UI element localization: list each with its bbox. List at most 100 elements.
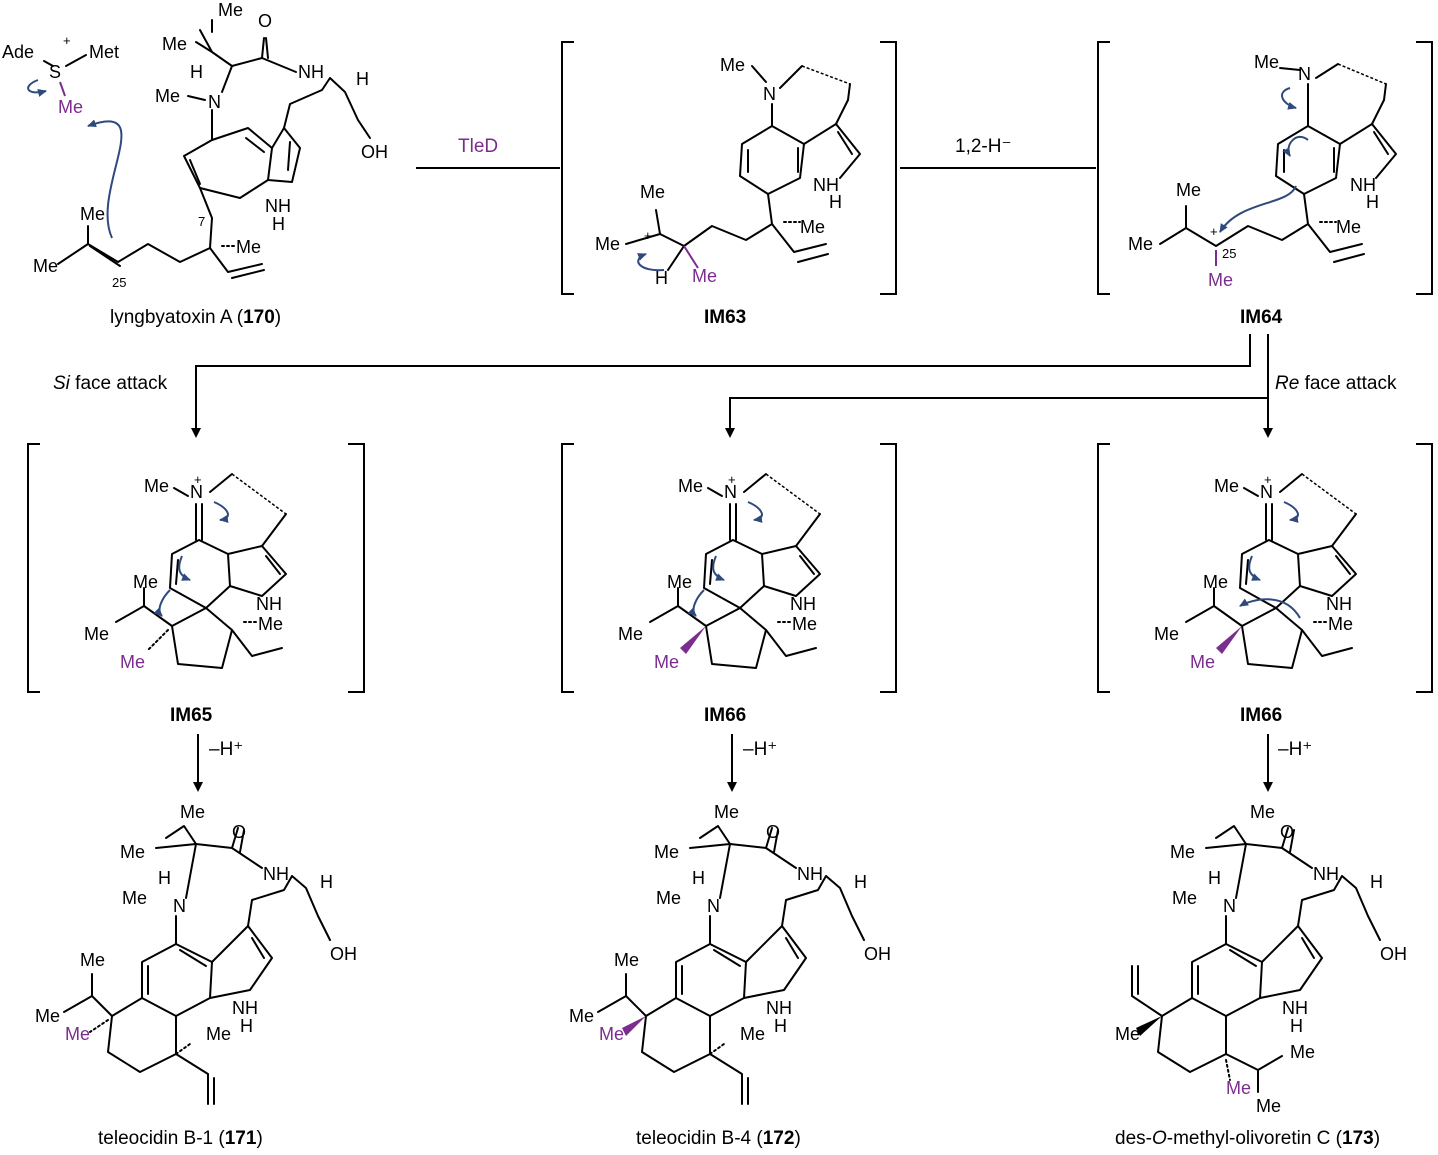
sam-plus-label: + [63,33,71,48]
atom-n: N [173,896,186,916]
hydride-shift-label: 1,2-H⁻ [955,136,1012,157]
atom-me: Me [35,1006,60,1026]
sam-methyl-label: Me [58,97,83,117]
atom-me: Me [1290,1042,1315,1062]
atom-nh: NH [813,175,839,195]
atom-me: Me [1254,52,1279,72]
si-face-label: Si face attack [53,373,168,394]
atom-me: Me [640,182,665,202]
atom-o: O [258,11,272,31]
atom-me: Me [1115,1024,1140,1044]
im66b-label: IM66 [1240,705,1282,726]
atom-nh: NH [1282,998,1308,1018]
deprotonation-label-1: –H⁺ [209,739,243,760]
atom-nh: NH [298,62,324,82]
atom-h: H [774,1016,787,1036]
atom-me: Me [33,256,58,276]
im63-structure: Me N NH H Me Me + H Me Me [595,55,861,288]
atom-me: Me [1190,652,1215,672]
atom-n: N [763,84,776,104]
re-face-label: Re face attack [1275,373,1397,394]
atom-me: Me [800,217,825,237]
atom-plus: + [1264,472,1272,487]
deprotonation-label-2: –H⁺ [743,739,777,760]
compound-171-label: teleocidin B-1 (171) [98,1128,263,1149]
atom-oh: OH [864,944,891,964]
atom-nh: NH [790,594,816,614]
im65-structure: Me N + NH Me Me Me Me [84,472,287,672]
atom-me: Me [258,614,283,634]
atom-h: H [356,69,369,89]
atom-c25: 25 [1222,246,1236,261]
im66b-bracket [1097,443,1433,693]
atom-me: Me [1172,888,1197,908]
atom-c7: 7 [198,214,205,229]
atom-me: Me [1226,1078,1251,1098]
atom-me: Me [206,1024,231,1044]
atom-me: Me [1256,1096,1281,1116]
atom-nh: NH [256,594,282,614]
atom-me: Me [120,842,145,862]
sam-cofactor: Ade Met S + Me [2,33,119,117]
atom-h: H [272,214,285,234]
atom-n: N [1260,482,1273,502]
atom-n: N [724,482,737,502]
im65-label: IM65 [170,705,213,726]
deprotonation-label-3: –H⁺ [1278,739,1312,760]
atom-oh: OH [330,944,357,964]
atom-me: Me [155,86,180,106]
atom-nh: NH [766,998,792,1018]
atom-me: Me [133,572,158,592]
im65-bracket [27,443,365,693]
im64-label: IM64 [1240,307,1283,328]
atom-h: H [190,62,203,82]
compound-172-label: teleocidin B-4 (172) [636,1128,801,1149]
atom-me: Me [1208,270,1233,290]
atom-me: Me [720,55,745,75]
atom-h: H [1290,1016,1303,1036]
atom-me: Me [1154,624,1179,644]
atom-me: Me [218,0,243,20]
atom-plus: + [1210,224,1218,239]
atom-n: N [208,92,221,112]
lyngbyatoxin-structure: Me Me O H NH H Me N OH NH H 7 Me Me 25 M… [33,0,388,290]
atom-nh: NH [1350,175,1376,195]
im66a-structure: Me N + NH Me Me Me Me [618,472,821,672]
sam-met-label: Met [89,42,119,62]
im64-structure: Me N NH H Me Me + 25 Me Me [1128,52,1397,290]
atom-h: H [320,872,333,892]
atom-nh: NH [265,196,291,216]
atom-me: Me [1128,234,1153,254]
atom-plus: + [644,228,652,243]
atom-me: Me [1328,614,1353,634]
teleocidin-b1-structure: Me O Me H NH H Me N OH Me NH H Me Me Me [35,802,357,1105]
atom-h: H [854,872,867,892]
compound-173-label: des-O-methyl-olivoretin C (173) [1115,1128,1380,1149]
atom-h: H [1366,192,1379,212]
tled-label: TleD [458,136,498,157]
atom-n: N [1223,896,1236,916]
atom-me: Me [1336,217,1361,237]
atom-me: Me [84,624,109,644]
atom-plus: + [194,472,202,487]
compound-170-label: lyngbyatoxin A (170) [110,307,281,328]
atom-me: Me [1170,842,1195,862]
atom-me: Me [714,802,739,822]
sam-ade-label: Ade [2,42,34,62]
atom-oh: OH [1380,944,1407,964]
atom-me: Me [236,237,261,257]
atom-me: Me [180,802,205,822]
atom-nh: NH [1326,594,1352,614]
atom-h: H [829,192,842,212]
atom-me: Me [667,572,692,592]
atom-me: Me [1176,180,1201,200]
atom-me: Me [1203,572,1228,592]
atom-me: Me [740,1024,765,1044]
atom-n: N [190,482,203,502]
atom-h: H [1370,872,1383,892]
atom-me: Me [120,652,145,672]
atom-me: Me [80,204,105,224]
im66a-bracket [561,443,897,693]
atom-plus: + [728,472,736,487]
